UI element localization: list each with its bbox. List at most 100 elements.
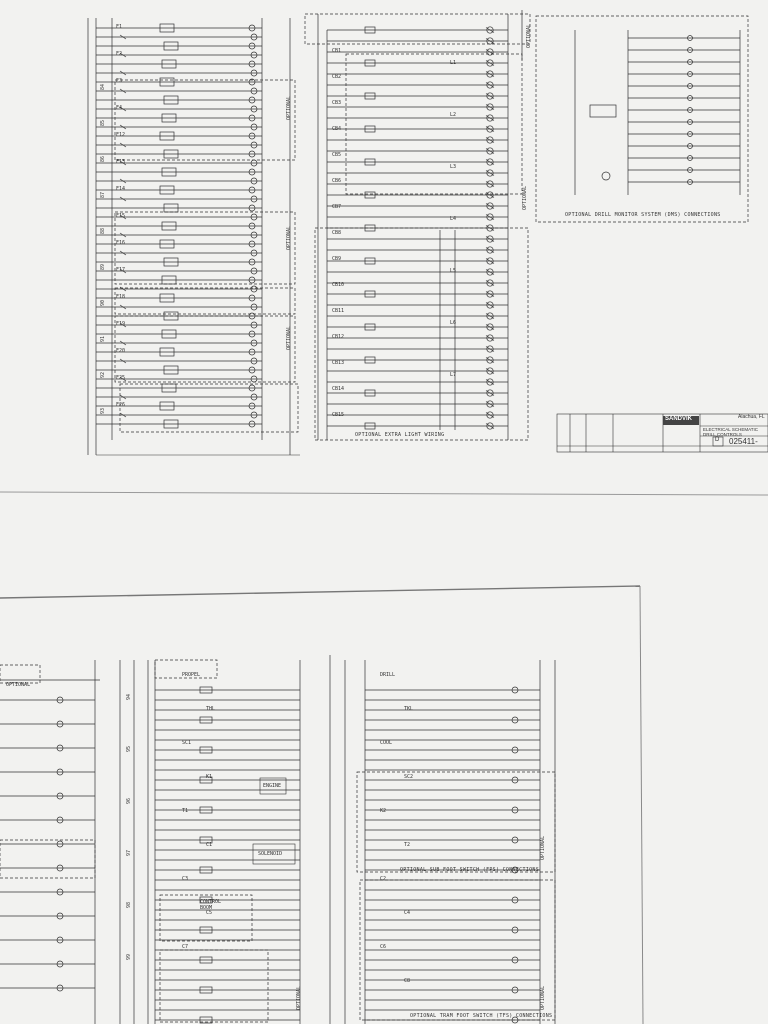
coil-symbol: [248, 420, 256, 428]
contact-switch: [119, 394, 127, 400]
breaker-label: CB8: [332, 230, 342, 236]
bottom-optional-tag-4: OPTIONAL: [6, 682, 31, 688]
rung-number: 90: [100, 299, 106, 306]
caption-tram-foot-switch: OPTIONAL TRAM FOOT SWITCH (TFS) CONNECTI…: [410, 1013, 553, 1019]
contact-switch: [119, 214, 127, 220]
coil-symbol: [248, 240, 256, 248]
lamp-symbol: [250, 105, 258, 113]
contact-switch: [119, 196, 127, 202]
bottom-contact: [199, 896, 213, 904]
lamp-symbol: [486, 367, 494, 375]
breaker-label: CB1: [332, 48, 342, 54]
bottom-far-left-lamp: [56, 912, 64, 920]
bottom-component-label: TKL: [404, 706, 414, 712]
dms-terminal: [687, 131, 693, 137]
coil-symbol: [248, 114, 256, 122]
bottom-box-solenoid: [252, 843, 296, 865]
fuse-label: F20: [116, 348, 126, 354]
coil-symbol: [248, 42, 256, 50]
bottom-option-box-control: [159, 894, 253, 942]
label-control: CONTROL: [200, 899, 222, 905]
rung-number: 89: [100, 263, 106, 270]
lamp-symbol: [250, 303, 258, 311]
lamp-symbol: [250, 411, 258, 419]
lower-sheet-right-edge: [639, 585, 644, 1024]
breaker-label: CB13: [332, 360, 345, 366]
bottom-component-label: SC1: [182, 740, 192, 746]
fuse-label: F13: [116, 159, 126, 165]
breaker-label: CB15: [332, 412, 345, 418]
sheet-fold-line: [0, 491, 768, 496]
lamp-symbol: [250, 285, 258, 293]
lamp-symbol: [250, 177, 258, 185]
lamp-cross: [485, 302, 495, 308]
lamp-symbol: [486, 268, 494, 276]
lamp-cross: [485, 324, 495, 330]
bottom-coil: [511, 866, 519, 874]
bottom-contact: [199, 746, 213, 754]
lamp-cross: [485, 214, 495, 220]
contact-switch: [119, 304, 127, 310]
coil-symbol: [248, 402, 256, 410]
contact-switch: [119, 412, 127, 418]
lamp-symbol: [250, 357, 258, 365]
relay-contact: [159, 347, 175, 357]
bottom-option-box-sub-feed: [356, 771, 556, 873]
lamp-symbol: [486, 48, 494, 56]
bottom-coil: [511, 716, 519, 724]
dms-terminal: [687, 59, 693, 65]
bottom-coil: [511, 686, 519, 694]
dms-terminal: [687, 95, 693, 101]
lamp-symbol: [486, 356, 494, 364]
fuse-label: F4: [116, 105, 123, 111]
breaker-label: CB10: [332, 282, 345, 288]
bottom-component-label: C1: [206, 842, 213, 848]
bottom-component-label: THL: [206, 706, 216, 712]
breaker-label: CB9: [332, 256, 342, 262]
bottom-contact: [199, 716, 213, 724]
breaker-symbol: [364, 59, 376, 67]
lamp-cross: [485, 401, 495, 407]
breaker-label: CB11: [332, 308, 345, 314]
breaker-symbol: [364, 26, 376, 34]
lamp-symbol: [486, 334, 494, 342]
lamp-symbol: [250, 123, 258, 131]
lamp-cross: [485, 148, 495, 154]
bottom-contact: [199, 686, 213, 694]
bottom-component-label: COOL: [380, 740, 393, 746]
lamp-symbol: [250, 213, 258, 221]
bottom-option-box-2: [0, 664, 41, 684]
optional-tag-3: OPTIONAL: [286, 325, 292, 350]
lamp-symbol: [486, 169, 494, 177]
lamp-cross: [485, 126, 495, 132]
relay-contact: [159, 401, 175, 411]
lamp-cross: [485, 225, 495, 231]
bottom-optional-tag-2: OPTIONAL: [540, 985, 546, 1010]
coil-symbol: [248, 294, 256, 302]
lamp-cross: [485, 49, 495, 55]
bottom-far-left-lamp: [56, 744, 64, 752]
bottom-coil: [511, 836, 519, 844]
bottom-far-left-lamp: [56, 960, 64, 968]
breaker-label: CB4: [332, 126, 342, 132]
lamp-symbol: [486, 345, 494, 353]
bottom-component-label: C2: [380, 876, 387, 882]
lamp-symbol: [486, 389, 494, 397]
lamp-symbol: [486, 136, 494, 144]
lamp-symbol: [250, 231, 258, 239]
lamp-symbol: [486, 202, 494, 210]
bottom-component-label: C3: [182, 876, 189, 882]
coil-symbol: [248, 276, 256, 284]
breaker-symbol: [364, 422, 376, 430]
bottom-contact: [199, 866, 213, 874]
contact-switch: [119, 178, 127, 184]
lamp-symbol: [486, 422, 494, 430]
bottom-contact: [199, 926, 213, 934]
option-box-5: [119, 383, 299, 433]
lamp-symbol: [486, 70, 494, 78]
relay-contact: [161, 329, 177, 339]
lamp-symbol: [486, 92, 494, 100]
breaker-label: CB2: [332, 74, 342, 80]
title-company: SANDVIK: [665, 416, 693, 422]
